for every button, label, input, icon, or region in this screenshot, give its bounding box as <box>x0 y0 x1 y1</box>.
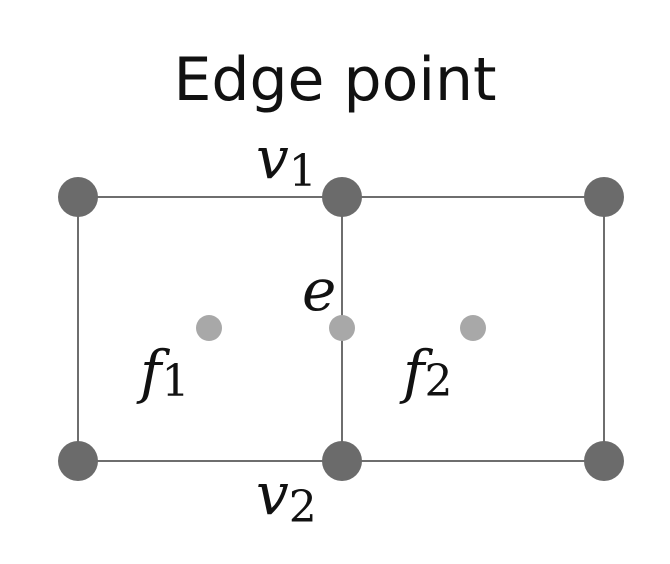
vertex-bottom-left <box>58 441 98 481</box>
label-v2: v2 <box>256 460 317 533</box>
mesh-vertices <box>58 177 624 481</box>
vertex-top-right <box>584 177 624 217</box>
diagram-title: Edge point <box>173 45 496 115</box>
face-point-f2 <box>460 315 486 341</box>
label-f2: f2 <box>399 338 452 407</box>
label-e: e <box>302 256 336 324</box>
vertex-bottom-right <box>584 441 624 481</box>
vertex-top-left <box>58 177 98 217</box>
vertex-v2 <box>322 441 362 481</box>
label-f1: f1 <box>136 338 189 407</box>
face-point-f1 <box>196 315 222 341</box>
vertex-v1 <box>322 177 362 217</box>
edge-point-e <box>329 315 355 341</box>
label-v1: v1 <box>256 124 317 197</box>
